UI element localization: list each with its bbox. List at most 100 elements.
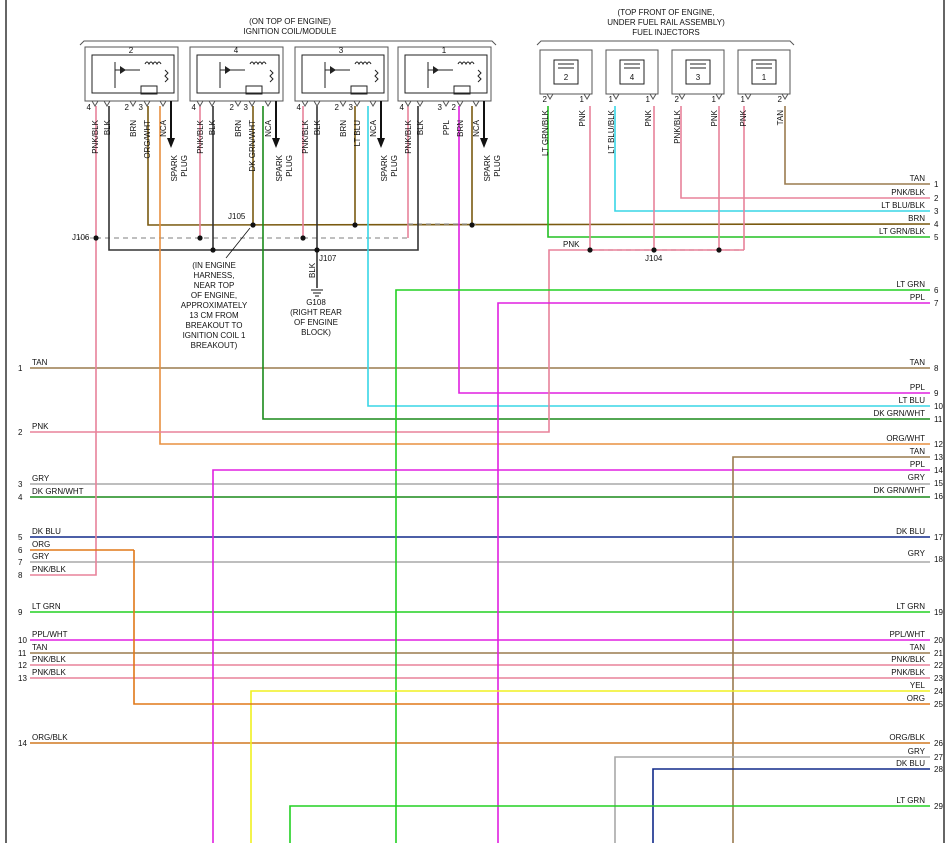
right-pin-number: 23 — [934, 674, 943, 683]
coil-wire-label: PNK/BLK — [301, 119, 310, 153]
coil-resistor — [140, 85, 158, 95]
coil-wire-label: BLK — [208, 119, 217, 135]
right-wire-label: LT BLU — [899, 396, 926, 405]
splice-j104-node — [587, 247, 593, 253]
coils-bracket — [79, 40, 497, 46]
injector-pin-number: 2 — [543, 95, 548, 104]
pnkblk-injector-wire — [680, 106, 930, 199]
connector-pin-icon — [353, 100, 361, 107]
coil-spring-icon — [477, 69, 482, 83]
left-pin-number: 5 — [18, 533, 23, 542]
right-wire-label: GRY — [908, 549, 926, 558]
harness-note-line: IGNITION COIL 1 — [183, 331, 246, 340]
left-wire-label: PNK/BLK — [32, 655, 66, 664]
coil-pin-number: 4 — [87, 103, 92, 112]
right-wire-label: PNK/BLK — [891, 655, 925, 664]
left-pin-number: 1 — [18, 364, 23, 373]
connector-pin-icon — [103, 100, 111, 107]
injector-winding-icon — [558, 63, 574, 69]
spark-plug-label: SPARK — [170, 154, 179, 181]
left-wire-label: DK BLU — [32, 527, 61, 536]
right-pin-number: 25 — [934, 700, 943, 709]
left-pin-number: 7 — [18, 558, 23, 567]
right-pin-number: 12 — [934, 440, 943, 449]
spark-plug-label: SPARK — [483, 154, 492, 181]
injector-wire-label: LT GRN/BLK — [541, 109, 550, 156]
j104-wire-label: PNK — [563, 240, 580, 249]
ppl-bottom-wire — [497, 302, 930, 843]
pnk-to-left-2 — [30, 249, 744, 433]
left-wire-label: PNK — [32, 422, 49, 431]
diode-icon — [433, 66, 439, 74]
coil-pin-number: 3 — [349, 103, 354, 112]
right-pin-number: 15 — [934, 479, 943, 488]
coil-spring-icon — [374, 69, 379, 83]
coil-wire-label: PNK/BLK — [196, 119, 205, 153]
connector-pin-icon — [369, 100, 377, 107]
right-pin-number: 21 — [934, 649, 943, 658]
coil-pin-number: 4 — [297, 103, 302, 112]
right-pin-number: 7 — [934, 299, 939, 308]
harness-note: (IN ENGINE HARNESS, NEAR TOP OF ENGINE, … — [181, 261, 248, 350]
coil-pin-number: 4 — [192, 103, 197, 112]
j107-wire-label: BLK — [308, 262, 317, 278]
coil-box — [189, 46, 284, 102]
injector-winding-icon — [756, 63, 772, 69]
pnkblk-to-left-8 — [30, 106, 97, 576]
injector-pin-number: 1 — [712, 95, 717, 104]
harness-note-line: NEAR TOP — [194, 281, 235, 290]
left-pin-number: 12 — [18, 661, 27, 670]
coil-wire-label: BRN — [129, 120, 138, 137]
injector-pin-number: 1 — [609, 95, 614, 104]
connector-pin-icon — [248, 100, 256, 107]
injector-wire-label: TAN — [776, 110, 785, 126]
right-wire-label: LT GRN — [896, 796, 925, 805]
injector-pin-number: 1 — [580, 95, 585, 104]
left-wire-label: PPL/WHT — [32, 630, 68, 639]
injector-box — [671, 49, 725, 95]
coil-box — [294, 46, 389, 102]
connector-pin-icon — [649, 93, 657, 100]
right-pin-number: 4 — [934, 220, 939, 229]
right-wire-label: DK BLU — [896, 527, 925, 536]
harness-note-line: (IN ENGINE — [192, 261, 236, 270]
fuel-injector — [671, 49, 725, 100]
right-pin-number: 26 — [934, 739, 943, 748]
right-pin-number: 16 — [934, 492, 943, 501]
diode-icon — [120, 66, 126, 74]
right-wire-label: LT GRN — [896, 602, 925, 611]
left-pin-number: 3 — [18, 480, 23, 489]
right-pin-number: 29 — [934, 802, 943, 811]
splice-j105-node — [469, 222, 475, 228]
spark-plug-label: PLUG — [180, 155, 189, 177]
coil-circuit — [404, 54, 488, 94]
right-wire-label: TAN — [910, 358, 926, 367]
g108-note-line: OF ENGINE — [294, 318, 338, 327]
right-wire-label: ORG — [907, 694, 925, 703]
tan-injector-wire — [784, 106, 930, 185]
spark-plug-label: PLUG — [285, 155, 294, 177]
ltgrn-29-wire — [289, 805, 930, 843]
injector-wire-label: PNK — [739, 109, 748, 126]
coil-wire-label: DK GRN/WHT — [248, 120, 257, 172]
right-pin-number: 19 — [934, 608, 943, 617]
coil-resistor — [350, 85, 368, 95]
ppl-wire — [458, 106, 930, 394]
injector-wire-label: PNK/BLK — [673, 109, 682, 143]
right-pin-number: 6 — [934, 286, 939, 295]
harness-note-pointer — [225, 227, 251, 259]
injector-wire-label: LT BLU/BLK — [607, 109, 616, 153]
brn-bus — [147, 106, 931, 226]
right-pin-number: 2 — [934, 194, 939, 203]
connector-pin-icon — [416, 100, 424, 107]
coil-wire-label: PNK/BLK — [404, 119, 413, 153]
ignition-coil-module — [397, 46, 492, 107]
right-pin-number: 18 — [934, 555, 943, 564]
dkgrnwht-wire — [262, 106, 930, 420]
orgwht-wire — [159, 106, 930, 445]
left-pin-number: 4 — [18, 493, 23, 502]
injectors-title-3: FUEL INJECTORS — [632, 28, 700, 37]
connector-pin-icon — [208, 100, 216, 107]
right-pin-number: 9 — [934, 389, 939, 398]
left-pin-number: 10 — [18, 636, 27, 645]
